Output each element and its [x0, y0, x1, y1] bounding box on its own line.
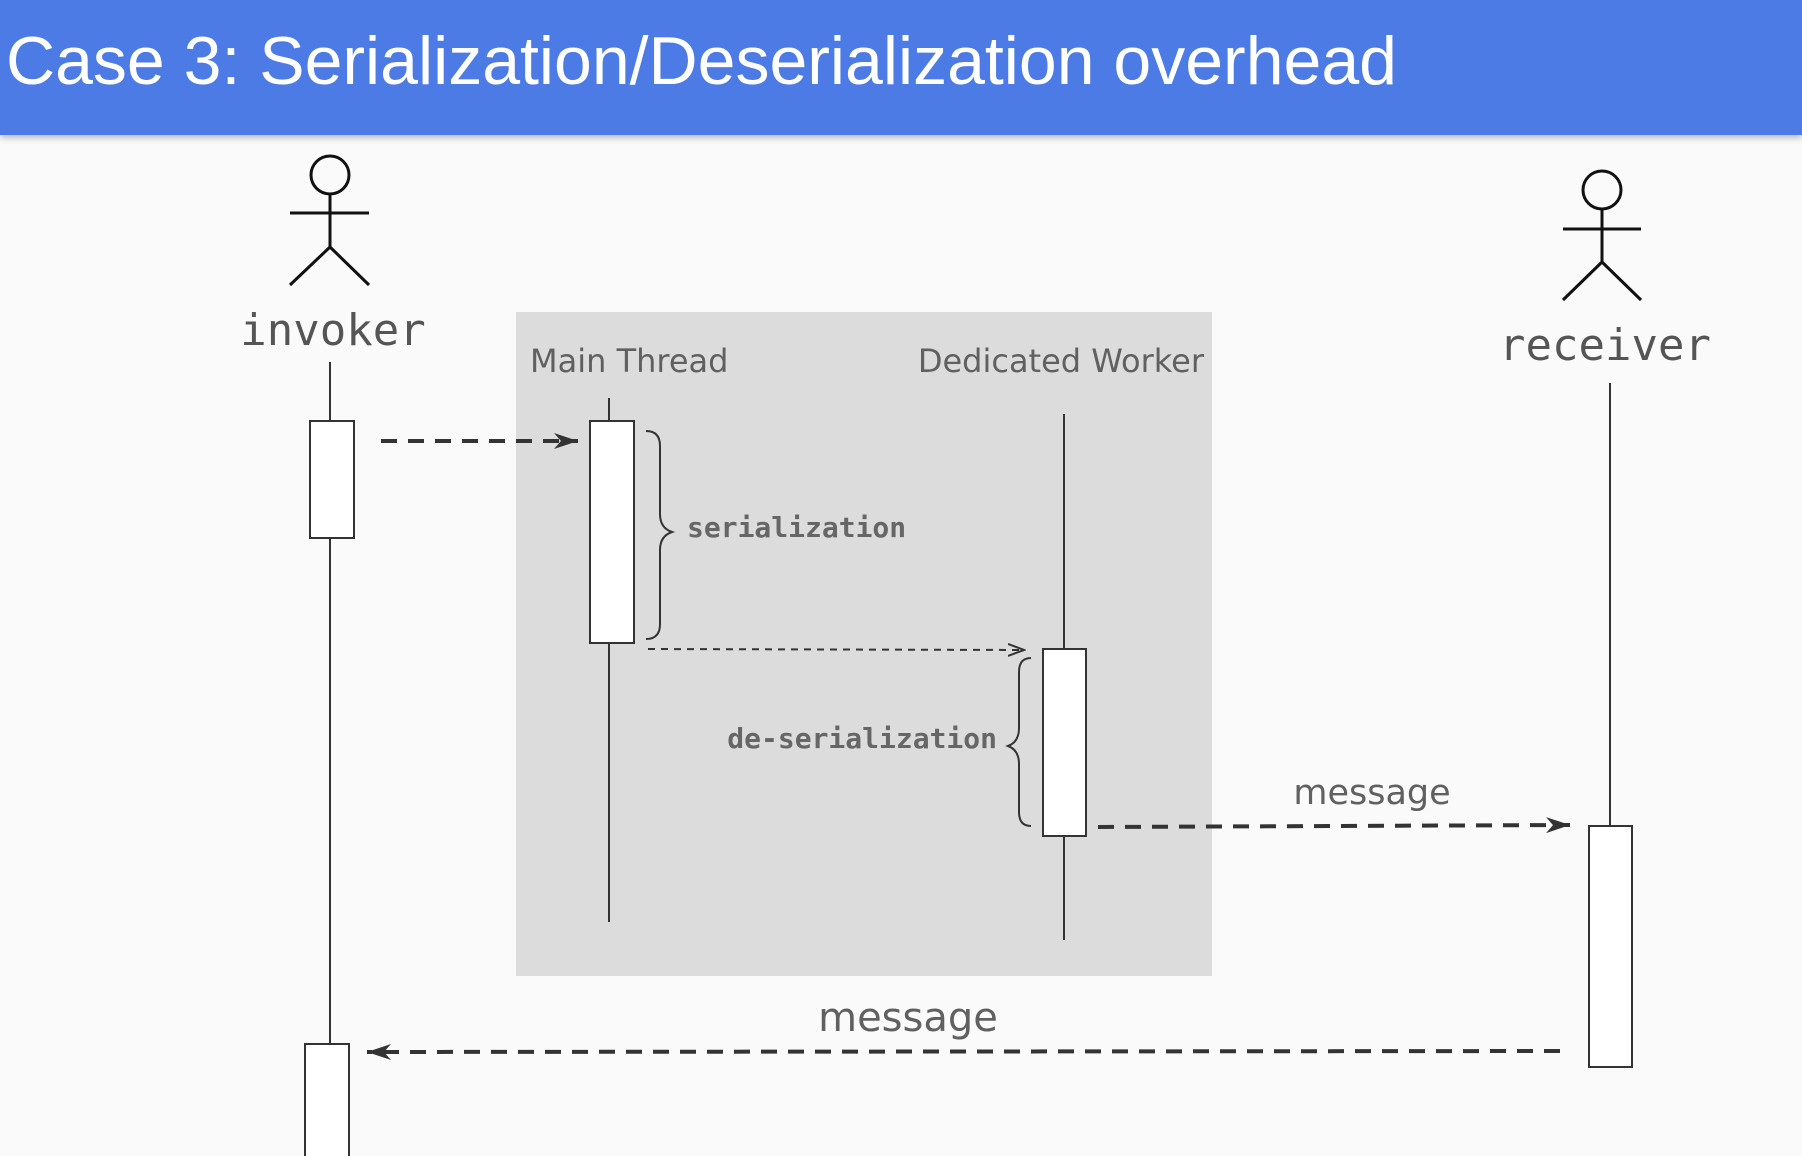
worker-to-receiver-message-label: message — [1293, 773, 1450, 813]
invoker-activation-1 — [309, 420, 355, 539]
main-thread-activation — [589, 420, 635, 644]
invoker-activation-2 — [304, 1043, 350, 1156]
serialization-annotation: serialization — [687, 511, 906, 544]
deserialization-brace — [1005, 657, 1032, 827]
receiver-actor-icon — [1561, 169, 1643, 302]
serialization-brace — [645, 430, 676, 640]
receiver-activation — [1588, 825, 1633, 1068]
invoker-actor-icon — [288, 154, 371, 287]
receiver-label: receiver — [1499, 320, 1711, 371]
deserialization-annotation: de-serialization — [727, 722, 997, 755]
post-message-arrow — [647, 649, 1024, 650]
page-title: Case 3: Serialization/Deserialization ov… — [6, 23, 1397, 99]
worker-to-receiver-arrow — [1097, 817, 1571, 834]
title-bar: Case 3: Serialization/Deserialization ov… — [0, 0, 1802, 135]
invoker-label: invoker — [240, 305, 425, 356]
receiver-to-invoker-arrow — [366, 1043, 1561, 1060]
receiver-to-invoker-message-label: message — [818, 995, 998, 1041]
main-thread-label: Main Thread — [530, 342, 728, 380]
dedicated-worker-label: Dedicated Worker — [918, 342, 1205, 380]
worker-activation — [1042, 648, 1087, 837]
